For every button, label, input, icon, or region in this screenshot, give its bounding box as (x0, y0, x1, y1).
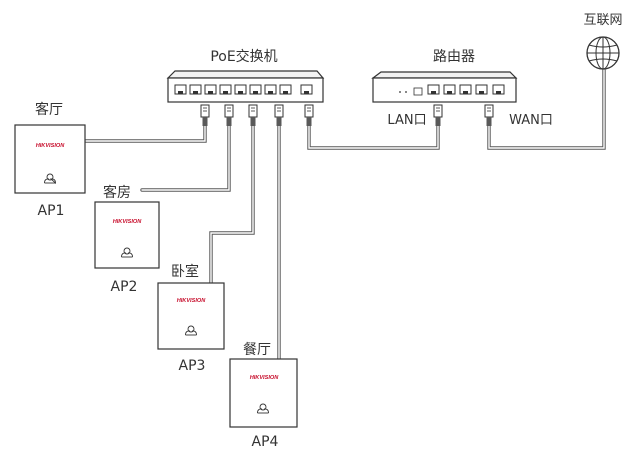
switch-top (166, 70, 325, 79)
ethernet-port (459, 84, 472, 95)
router-ports (427, 84, 505, 95)
ethernet-port (249, 84, 262, 95)
globe-icon (586, 36, 620, 70)
ethernet-port (234, 84, 247, 95)
cable-switch-router (307, 124, 440, 150)
ethernet-port (189, 84, 202, 95)
ap-name: AP4 (252, 434, 279, 450)
rj45-plug (224, 104, 234, 126)
rj45-plug (248, 104, 258, 126)
ethernet-port (475, 84, 488, 95)
room-label: 餐厅 (243, 342, 271, 358)
cable-router-internet (487, 68, 606, 150)
ethernet-port (300, 84, 313, 95)
ethernet-port (219, 84, 232, 95)
ap-name: AP3 (179, 358, 206, 374)
lan-port-label: LAN口 (387, 113, 426, 128)
ethernet-port (492, 84, 505, 95)
ap-brand-logo: HIKVISION (36, 143, 66, 149)
router-power-port (413, 87, 423, 96)
ap-panel (94, 201, 160, 269)
poe-switch: PoE交换机 (166, 48, 325, 103)
cloud-icon (257, 403, 269, 414)
ethernet-port (279, 84, 292, 95)
ethernet-port (443, 84, 456, 95)
switch-ports (174, 84, 313, 95)
ap-name: AP2 (111, 279, 138, 295)
cable-ap2 (140, 124, 231, 192)
rj45-plug (274, 104, 284, 126)
ap-brand-logo: HIKVISION (250, 375, 280, 381)
room-label: 卧室 (171, 263, 199, 280)
ap1: 客厅 HIKVISION AP1 (14, 101, 86, 219)
rj45-plug (200, 104, 210, 126)
cloud-icon (44, 173, 56, 185)
ethernet-port (264, 84, 277, 95)
switch-label: PoE交换机 (210, 48, 277, 65)
ap2: 客房 HIKVISION AP2 (94, 184, 160, 295)
wan-port-label: WAN口 (509, 113, 553, 128)
ethernet-port (204, 84, 217, 95)
cloud-icon (185, 325, 197, 336)
ethernet-port (174, 84, 187, 95)
ethernet-port (427, 84, 440, 95)
rj45-plugs (200, 104, 494, 126)
ap-panel (157, 282, 225, 350)
router: 路由器 LAN口 WAN口 (371, 49, 553, 128)
cables (84, 68, 606, 362)
cloud-icon (121, 247, 133, 258)
ap-brand-logo: HIKVISION (113, 219, 143, 225)
ap-brand-logo: HIKVISION (177, 298, 207, 304)
rj45-plug (304, 104, 314, 126)
ap-panel (229, 358, 298, 428)
router-label: 路由器 (433, 49, 475, 65)
rj45-plug (433, 104, 443, 126)
router-top (371, 71, 518, 79)
router-led (405, 91, 407, 93)
room-label: 客房 (103, 184, 131, 201)
access-points: 客厅 HIKVISION AP1 客房 HIKVISION AP2 卧室 (14, 101, 298, 450)
rj45-plug (484, 104, 494, 126)
ap-panel (14, 124, 86, 194)
cable-ap3 (209, 124, 255, 286)
room-label: 客厅 (35, 101, 63, 118)
internet-label: 互联网 (583, 13, 622, 28)
ap3: 卧室 HIKVISION AP3 (157, 263, 225, 374)
internet: 互联网 (583, 13, 623, 70)
ap-name: AP1 (38, 203, 65, 219)
cable-ap1 (84, 124, 207, 143)
ap4: 餐厅 HIKVISION AP4 (229, 342, 298, 450)
router-led (399, 91, 401, 93)
